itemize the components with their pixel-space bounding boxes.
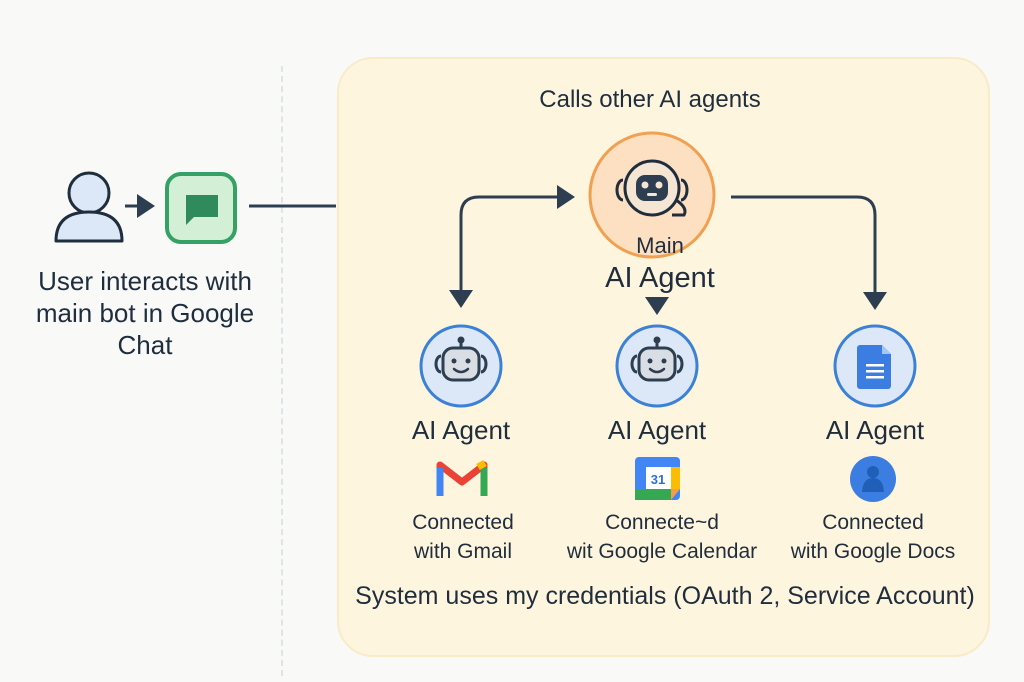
connected-docs: Connected with Google Docs [753, 508, 993, 566]
agent-node-gmail [419, 324, 503, 408]
arrow-to-right-agent [731, 195, 887, 310]
google-docs-icon [857, 345, 891, 389]
robot-icon [630, 336, 684, 382]
agent-label-gmail: AI Agent [411, 415, 511, 445]
main-agent-label-line1: Main [636, 233, 684, 258]
robot-icon [434, 336, 488, 382]
connected-calendar: Connecte~d wit Google Calendar [542, 508, 782, 566]
credentials-footer: System uses my credentials (OAuth 2, Ser… [355, 582, 975, 610]
calendar-day: 31 [651, 472, 665, 487]
connected-docs-line1: Connected [822, 511, 924, 534]
account-icon [850, 456, 896, 502]
connected-calendar-line2: wit Google Calendar [566, 540, 758, 563]
connected-gmail-line2: with Gmail [413, 540, 513, 563]
agent-label-calendar: AI Agent [607, 415, 707, 445]
connected-gmail: Connected with Gmail [343, 508, 583, 566]
user-icon [54, 171, 124, 243]
section-divider [281, 66, 283, 676]
connected-calendar-line1: Connecte~d [605, 511, 719, 534]
arrow-to-main-from-left [459, 185, 575, 305]
google-chat-icon [165, 172, 237, 244]
connected-gmail-line1: Connected [412, 511, 514, 534]
robot-headset-icon [615, 159, 689, 217]
main-agent-node [588, 131, 716, 259]
google-calendar-icon: 31 [635, 457, 680, 500]
agent-node-docs [833, 324, 917, 408]
main-agent-label-line2: AI Agent [605, 262, 715, 294]
user-caption: User interacts with main bot in Google C… [35, 266, 255, 360]
gmail-icon [436, 459, 488, 496]
agent-label-docs: AI Agent [825, 415, 925, 445]
agent-node-calendar [615, 324, 699, 408]
panel-title: Calls other AI agents [539, 86, 761, 113]
connected-docs-line2: with Google Docs [790, 540, 956, 563]
